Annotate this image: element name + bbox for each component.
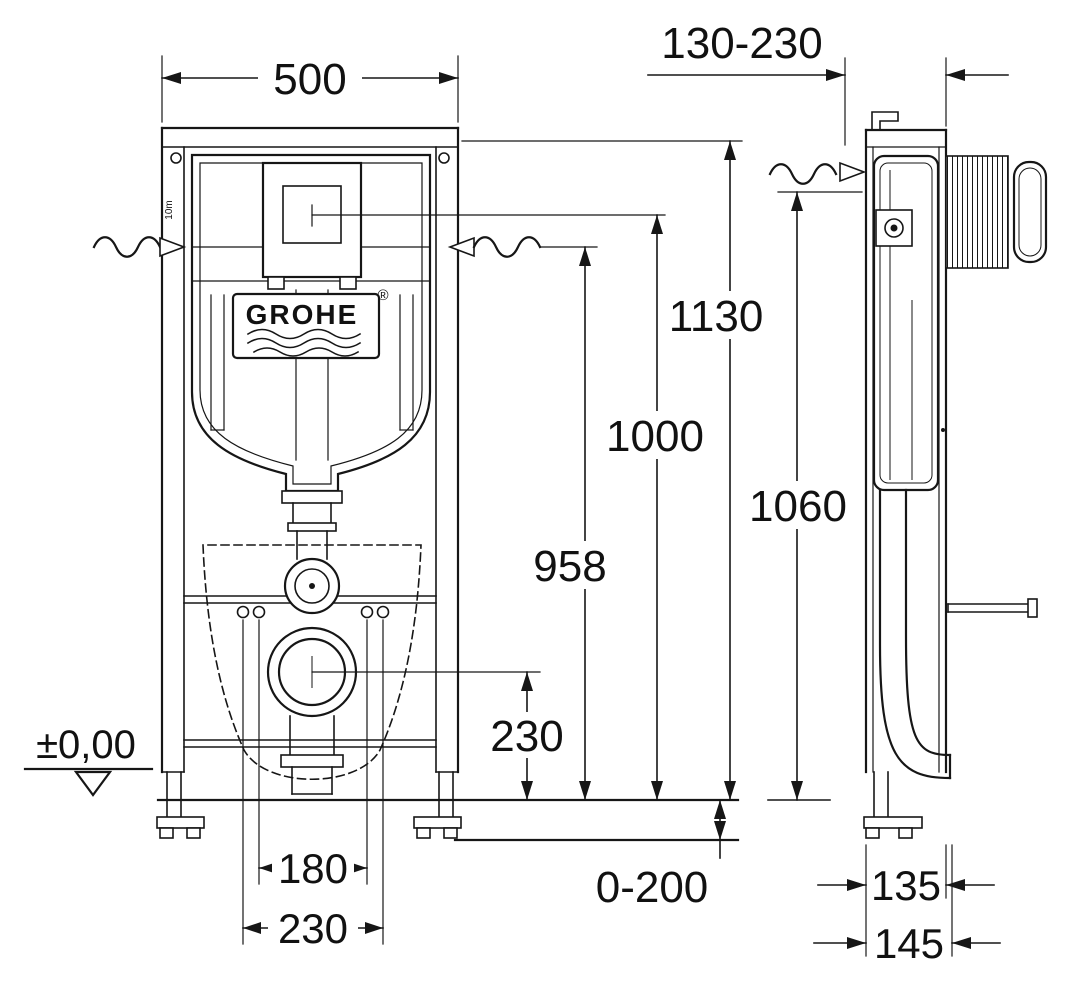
waste-outlet [266, 626, 358, 795]
bolt-outer-left [236, 605, 250, 619]
flush-bend-circle [283, 557, 341, 615]
bolt-inner-right [360, 605, 374, 619]
dim-side-height-1060: 1060 [740, 191, 863, 801]
dim-label-130-230: 130-230 [661, 19, 822, 68]
dim-flush-1000: 1000 [311, 204, 710, 801]
side-inlet-arrow [839, 161, 867, 183]
flush-actuation-unit [945, 155, 1048, 269]
dim-label-230-height: 230 [490, 712, 563, 761]
inspection-fixing-detail [875, 209, 913, 247]
dim-label-180: 180 [278, 845, 348, 892]
dim-depths-135-145: 135 145 [813, 844, 1001, 967]
cistern-tank [190, 153, 432, 493]
floor-lines [23, 767, 740, 842]
side-cistern [872, 154, 940, 492]
side-water-inlet [768, 161, 867, 185]
dim-bolt-spacings: 180 230 [242, 619, 384, 952]
rod-end-cap [1027, 598, 1038, 618]
inlet-arrow-left [159, 236, 187, 258]
dim-floor-0-200: 0-200 [596, 799, 726, 912]
grohe-logo: GROHE ® [231, 287, 389, 360]
level-triangle-symbol [73, 770, 113, 797]
plate-fixing-right [339, 276, 357, 290]
frame-screw-hole-right [438, 152, 450, 164]
flush-plate-shaft [191, 161, 431, 290]
inlet-squiggle-left [92, 236, 162, 258]
logo-wave-3 [252, 347, 360, 357]
wall-hanger-bracket [871, 111, 899, 131]
brand-name: GROHE [246, 299, 359, 330]
dim-label-0-200: 0-200 [596, 863, 709, 912]
water-inlet-symbols [92, 236, 598, 258]
dim-label-1060: 1060 [749, 482, 847, 531]
dim-label-500: 500 [273, 55, 346, 104]
bolt-outer-right [376, 605, 390, 619]
dim-label-145: 145 [874, 920, 944, 967]
logo-wave-2 [246, 337, 362, 349]
rail-note: 10m [164, 200, 175, 219]
bowl-outline-dashed [202, 544, 422, 781]
frame-screw-hole-left [170, 152, 182, 164]
flush-plate-side [1012, 160, 1048, 264]
dim-outlet-230: 230 [311, 671, 574, 801]
side-bend-and-feet [863, 488, 1038, 839]
front-feet [156, 771, 462, 839]
fixing-bolts [236, 605, 390, 619]
dim-overall-1130: 1130 [461, 140, 774, 801]
dim-label-1000: 1000 [606, 412, 704, 461]
dim-inlet-958: 958 [522, 246, 618, 801]
registered-mark: ® [377, 287, 388, 304]
actuator-hatched-block [945, 155, 1009, 269]
inlet-arrow-right [447, 236, 475, 258]
dim-label-135: 135 [871, 862, 941, 909]
logo-wave-1 [246, 328, 362, 340]
dim-wall-distance-130-230: 130-230 [647, 19, 1009, 146]
inlet-squiggle-right [472, 236, 542, 258]
dim-label-958: 958 [533, 542, 606, 591]
dim-label-1130: 1130 [669, 292, 764, 341]
bolt-inner-left [252, 605, 266, 619]
flush-downpipe [281, 490, 343, 560]
dim-label-230-spacing: 230 [278, 905, 348, 952]
dim-width-500: 500 [161, 52, 459, 123]
floor-level-label: ±0,00 [36, 723, 136, 767]
plate-fixing-left [267, 276, 285, 290]
side-squiggle [768, 163, 838, 185]
